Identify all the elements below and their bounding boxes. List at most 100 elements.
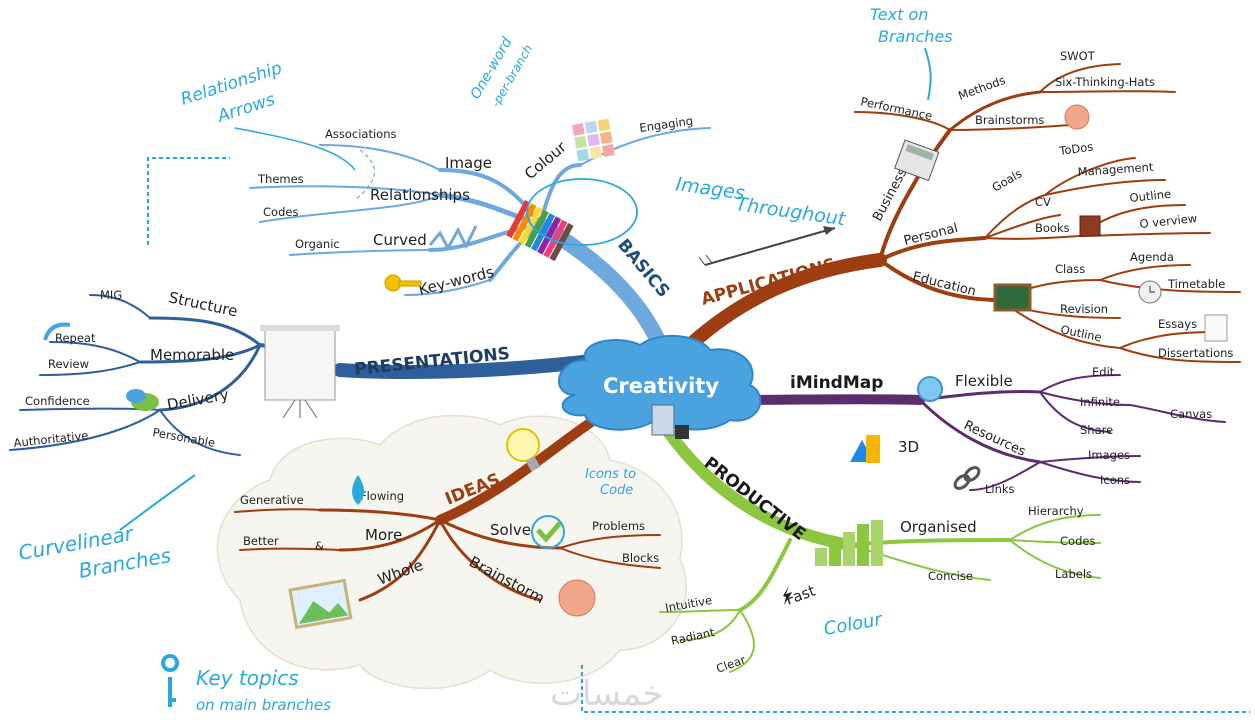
imm-edit: Edit <box>1092 365 1115 379</box>
ideas-more: More <box>365 526 402 544</box>
app-overview: O verview <box>1139 211 1198 231</box>
main-branch-productive: PRODUCTIVE <box>700 453 809 545</box>
curved-squiggle <box>428 225 478 252</box>
key-topics-key-icon <box>161 654 180 707</box>
basics-associations: Associations <box>325 127 396 141</box>
lightbulb-icon <box>506 428 541 472</box>
prod-hierarchy: Hierarchy <box>1028 504 1084 518</box>
relationship-dashed-arrow <box>354 149 375 201</box>
prod-organised: Organised <box>900 518 977 536</box>
imm-links: Links <box>985 482 1015 496</box>
app-brainstorms: Brainstorms <box>975 113 1044 127</box>
images-circle-annotation <box>526 178 638 246</box>
ideas-cloud <box>216 414 687 690</box>
pres-personable: Personable <box>151 425 216 450</box>
prod-labels: Labels <box>1055 567 1092 581</box>
pres-review: Review <box>48 357 89 371</box>
key-icon <box>384 274 422 292</box>
main-branch-imindmap: iMindMap <box>790 373 883 393</box>
repeat-arrow-icon <box>43 322 71 341</box>
picture-icon <box>288 578 353 630</box>
app-revision: Revision <box>1060 302 1108 316</box>
center-node[interactable]: Creativity <box>558 334 762 431</box>
3d-shapes-icon <box>850 435 880 463</box>
app-class: Class <box>1055 262 1085 276</box>
main-branch-applications: APPLICATIONS <box>699 255 838 310</box>
prod-radiant: Radiant <box>670 625 717 648</box>
applications-arrow-icon <box>698 226 836 266</box>
imm-infinite: Infinite <box>1080 395 1120 409</box>
basics-curved: Curved <box>373 231 427 249</box>
app-education: Education <box>911 269 977 299</box>
lightning-icon <box>783 586 791 605</box>
chalkboard-icon <box>993 283 1032 312</box>
imm-icons: Icons <box>1100 473 1130 487</box>
imm-flexible: Flexible <box>955 372 1013 390</box>
imindmap-branch <box>735 374 1226 491</box>
note-images: Images <box>674 173 746 204</box>
corner-guide-bottom <box>581 665 1250 713</box>
basics-codes: Codes <box>263 205 298 219</box>
note-branches: Branches <box>878 27 953 46</box>
app-books: Books <box>1035 221 1070 235</box>
water-drop-icon <box>352 475 364 505</box>
app-methods: Methods <box>956 73 1007 103</box>
note-icons-to: Icons to <box>585 467 636 482</box>
brainstorm-brain-icon <box>558 579 596 617</box>
app-six-hats: Six-Thinking-Hats <box>1055 75 1155 89</box>
calculator-icon <box>894 139 940 182</box>
speech-bubble-blue <box>126 389 146 403</box>
basics-colour: Colour <box>521 137 570 183</box>
imm-images: Images <box>1088 448 1130 462</box>
note-code: Code <box>600 483 633 498</box>
note-on-main-branches: on main branches <box>196 696 331 714</box>
brain-icon <box>1064 104 1090 130</box>
ideas-problems: Problems <box>592 519 645 533</box>
checkmark-icon <box>531 515 565 549</box>
note-colour: Colour <box>822 609 885 640</box>
chain-link-icon <box>953 466 981 490</box>
imm-canvas: Canvas <box>1170 407 1212 421</box>
pres-memorable: Memorable <box>150 346 234 364</box>
relationship-arrow <box>234 127 356 171</box>
ideas-better: Better <box>243 534 279 548</box>
clock-icon <box>1138 280 1162 304</box>
pres-confidence: Confidence <box>25 394 90 408</box>
prod-codes: Codes <box>1060 534 1095 548</box>
app-swot: SWOT <box>1060 49 1096 63</box>
note-text-on: Text on <box>870 5 928 24</box>
basics-keywords: Key-words <box>417 263 496 299</box>
center-title: Creativity <box>603 374 719 398</box>
prod-concise: Concise <box>928 569 973 583</box>
text-branches-arrow <box>924 47 932 101</box>
imm-3d: 3D <box>898 438 919 456</box>
imm-share: Share <box>1080 423 1113 437</box>
ideas-generative: Generative <box>240 493 304 507</box>
basics-relationships: Relationships <box>370 186 470 204</box>
pres-structure: Structure <box>167 288 239 320</box>
colour-swatch-icon <box>572 118 615 162</box>
paint-can-icon <box>651 404 689 439</box>
app-performance: Performance <box>859 94 933 123</box>
basics-engaging: Engaging <box>638 114 693 135</box>
curvelinear-arrow <box>119 474 196 531</box>
pres-delivery: Delivery <box>166 385 231 414</box>
ideas-blocks: Blocks <box>622 551 659 565</box>
corner-guide-top-left <box>147 157 230 245</box>
basics-themes: Themes <box>257 172 304 186</box>
app-dissertations: Dissertations <box>1158 346 1233 360</box>
ideas-solve: Solve <box>490 521 531 539</box>
note-throughout: Throughout <box>734 193 848 230</box>
coloured-pencils-icon <box>506 200 574 262</box>
document-icon <box>1204 314 1228 342</box>
note-key-topics: Key topics <box>196 666 299 690</box>
app-agenda: Agenda <box>1130 250 1174 264</box>
app-business: Business <box>870 166 910 224</box>
presentation-board-icon <box>260 325 340 419</box>
basics-organic: Organic <box>295 237 340 251</box>
book-icon <box>1079 215 1101 237</box>
app-outline: Outline <box>1129 187 1172 205</box>
app-timetable: Timetable <box>1167 277 1225 291</box>
app-management: Management <box>1077 160 1154 179</box>
